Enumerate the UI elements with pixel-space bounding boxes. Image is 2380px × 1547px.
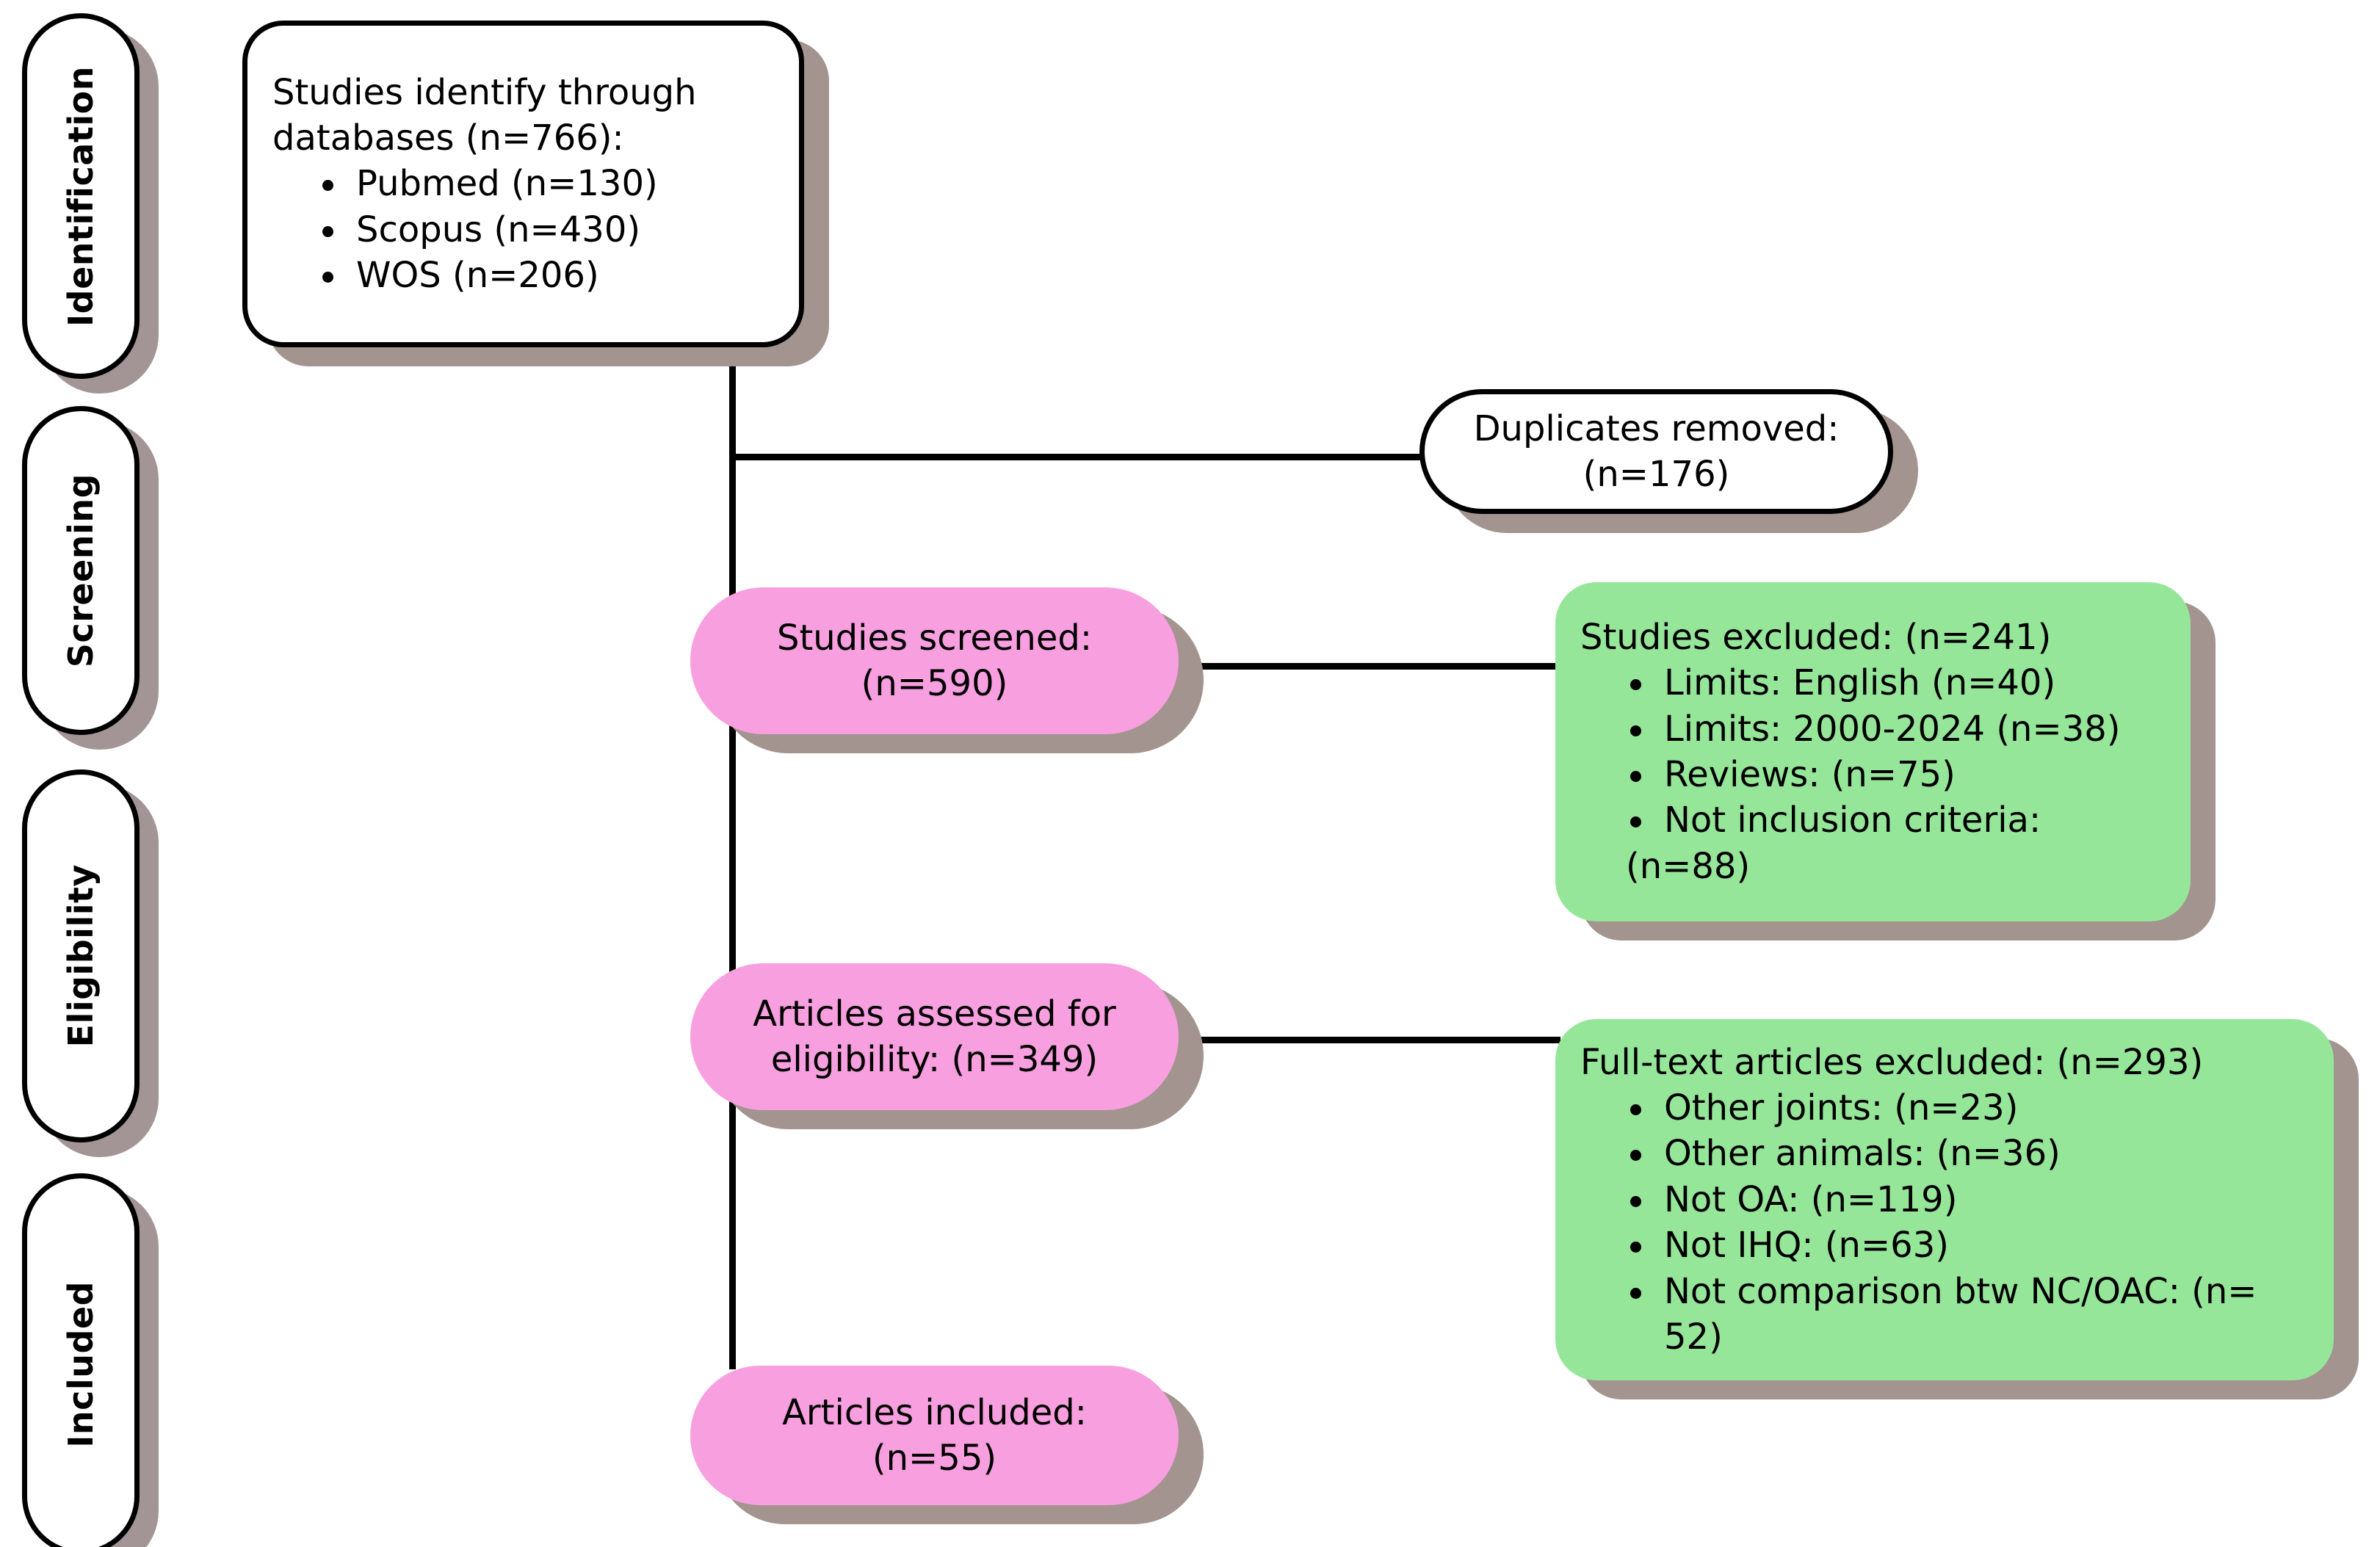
- connector-spine-bottom: [729, 1039, 736, 1369]
- fulltext-excluded-bullets: Other joints: (n=23) Other animals: (n=3…: [1580, 1085, 2309, 1360]
- list-item: Pubmed (n=130): [318, 161, 774, 206]
- node-duplicates-removed: Duplicates removed: (n=176): [1419, 389, 1893, 514]
- node-fulltext-excluded: Full-text articles excluded: (n=293) Oth…: [1555, 1019, 2334, 1380]
- connector-to-fulltext-excluded: [1160, 1037, 1560, 1043]
- stage-pill-included: Included: [22, 1173, 140, 1547]
- connector-to-studies-excluded: [1160, 663, 1560, 670]
- stage-pill-identification: Identification: [22, 13, 140, 379]
- studies-excluded-bullets: Limits: English (n=40) Limits: 2000-2024…: [1580, 660, 2166, 844]
- list-item: WOS (n=206): [318, 253, 774, 298]
- node-articles-assessed: Articles assessed for eligibility: (n=34…: [690, 963, 1179, 1110]
- list-item: Not OA: (n=119): [1626, 1177, 2309, 1222]
- connector-spine-mid: [729, 664, 736, 1039]
- articles-assessed-title: Articles assessed for eligibility: (n=34…: [753, 993, 1116, 1080]
- node-articles-included: Articles included: (n=55): [690, 1366, 1179, 1505]
- node-studies-excluded: Studies excluded: (n=241) Limits: Englis…: [1555, 582, 2191, 921]
- list-item: Other animals: (n=36): [1626, 1131, 2309, 1176]
- stage-pill-eligibility: Eligibility: [22, 769, 140, 1142]
- stage-label-identification: Identification: [61, 65, 101, 327]
- studies-excluded-title: Studies excluded: (n=241): [1580, 616, 2052, 658]
- studies-identified-title: Studies identify through databases (n=76…: [272, 71, 697, 159]
- list-item: Reviews: (n=75): [1626, 752, 2166, 797]
- list-item: Other joints: (n=23): [1626, 1085, 2309, 1131]
- list-item: Scopus (n=430): [318, 207, 774, 253]
- node-studies-screened: Studies screened: (n=590): [690, 587, 1179, 734]
- studies-screened-title: Studies screened: (n=590): [776, 617, 1093, 704]
- list-item: Not IHQ: (n=63): [1626, 1222, 2309, 1268]
- list-item: Limits: English (n=40): [1626, 660, 2166, 706]
- studies-identified-bullets: Pubmed (n=130) Scopus (n=430) WOS (n=206…: [272, 161, 774, 298]
- studies-excluded-continuation: (n=88): [1626, 845, 1751, 887]
- connector-to-duplicates: [729, 454, 1427, 460]
- connector-spine-top: [729, 323, 736, 664]
- stage-label-screening: Screening: [61, 473, 101, 668]
- list-item: Limits: 2000-2024 (n=38): [1626, 706, 2166, 752]
- stage-label-included: Included: [61, 1280, 101, 1448]
- fulltext-excluded-title: Full-text articles excluded: (n=293): [1580, 1041, 2204, 1083]
- list-item: Not inclusion criteria:: [1626, 797, 2166, 843]
- list-item: Not comparison btw NC/OAC: (n= 52): [1626, 1269, 2309, 1361]
- stage-pill-screening: Screening: [22, 406, 140, 735]
- duplicates-removed-title: Duplicates removed: (n=176): [1473, 407, 1840, 495]
- articles-included-title: Articles included: (n=55): [782, 1391, 1087, 1479]
- stage-label-eligibility: Eligibility: [61, 864, 101, 1048]
- node-studies-identified: Studies identify through databases (n=76…: [242, 21, 804, 347]
